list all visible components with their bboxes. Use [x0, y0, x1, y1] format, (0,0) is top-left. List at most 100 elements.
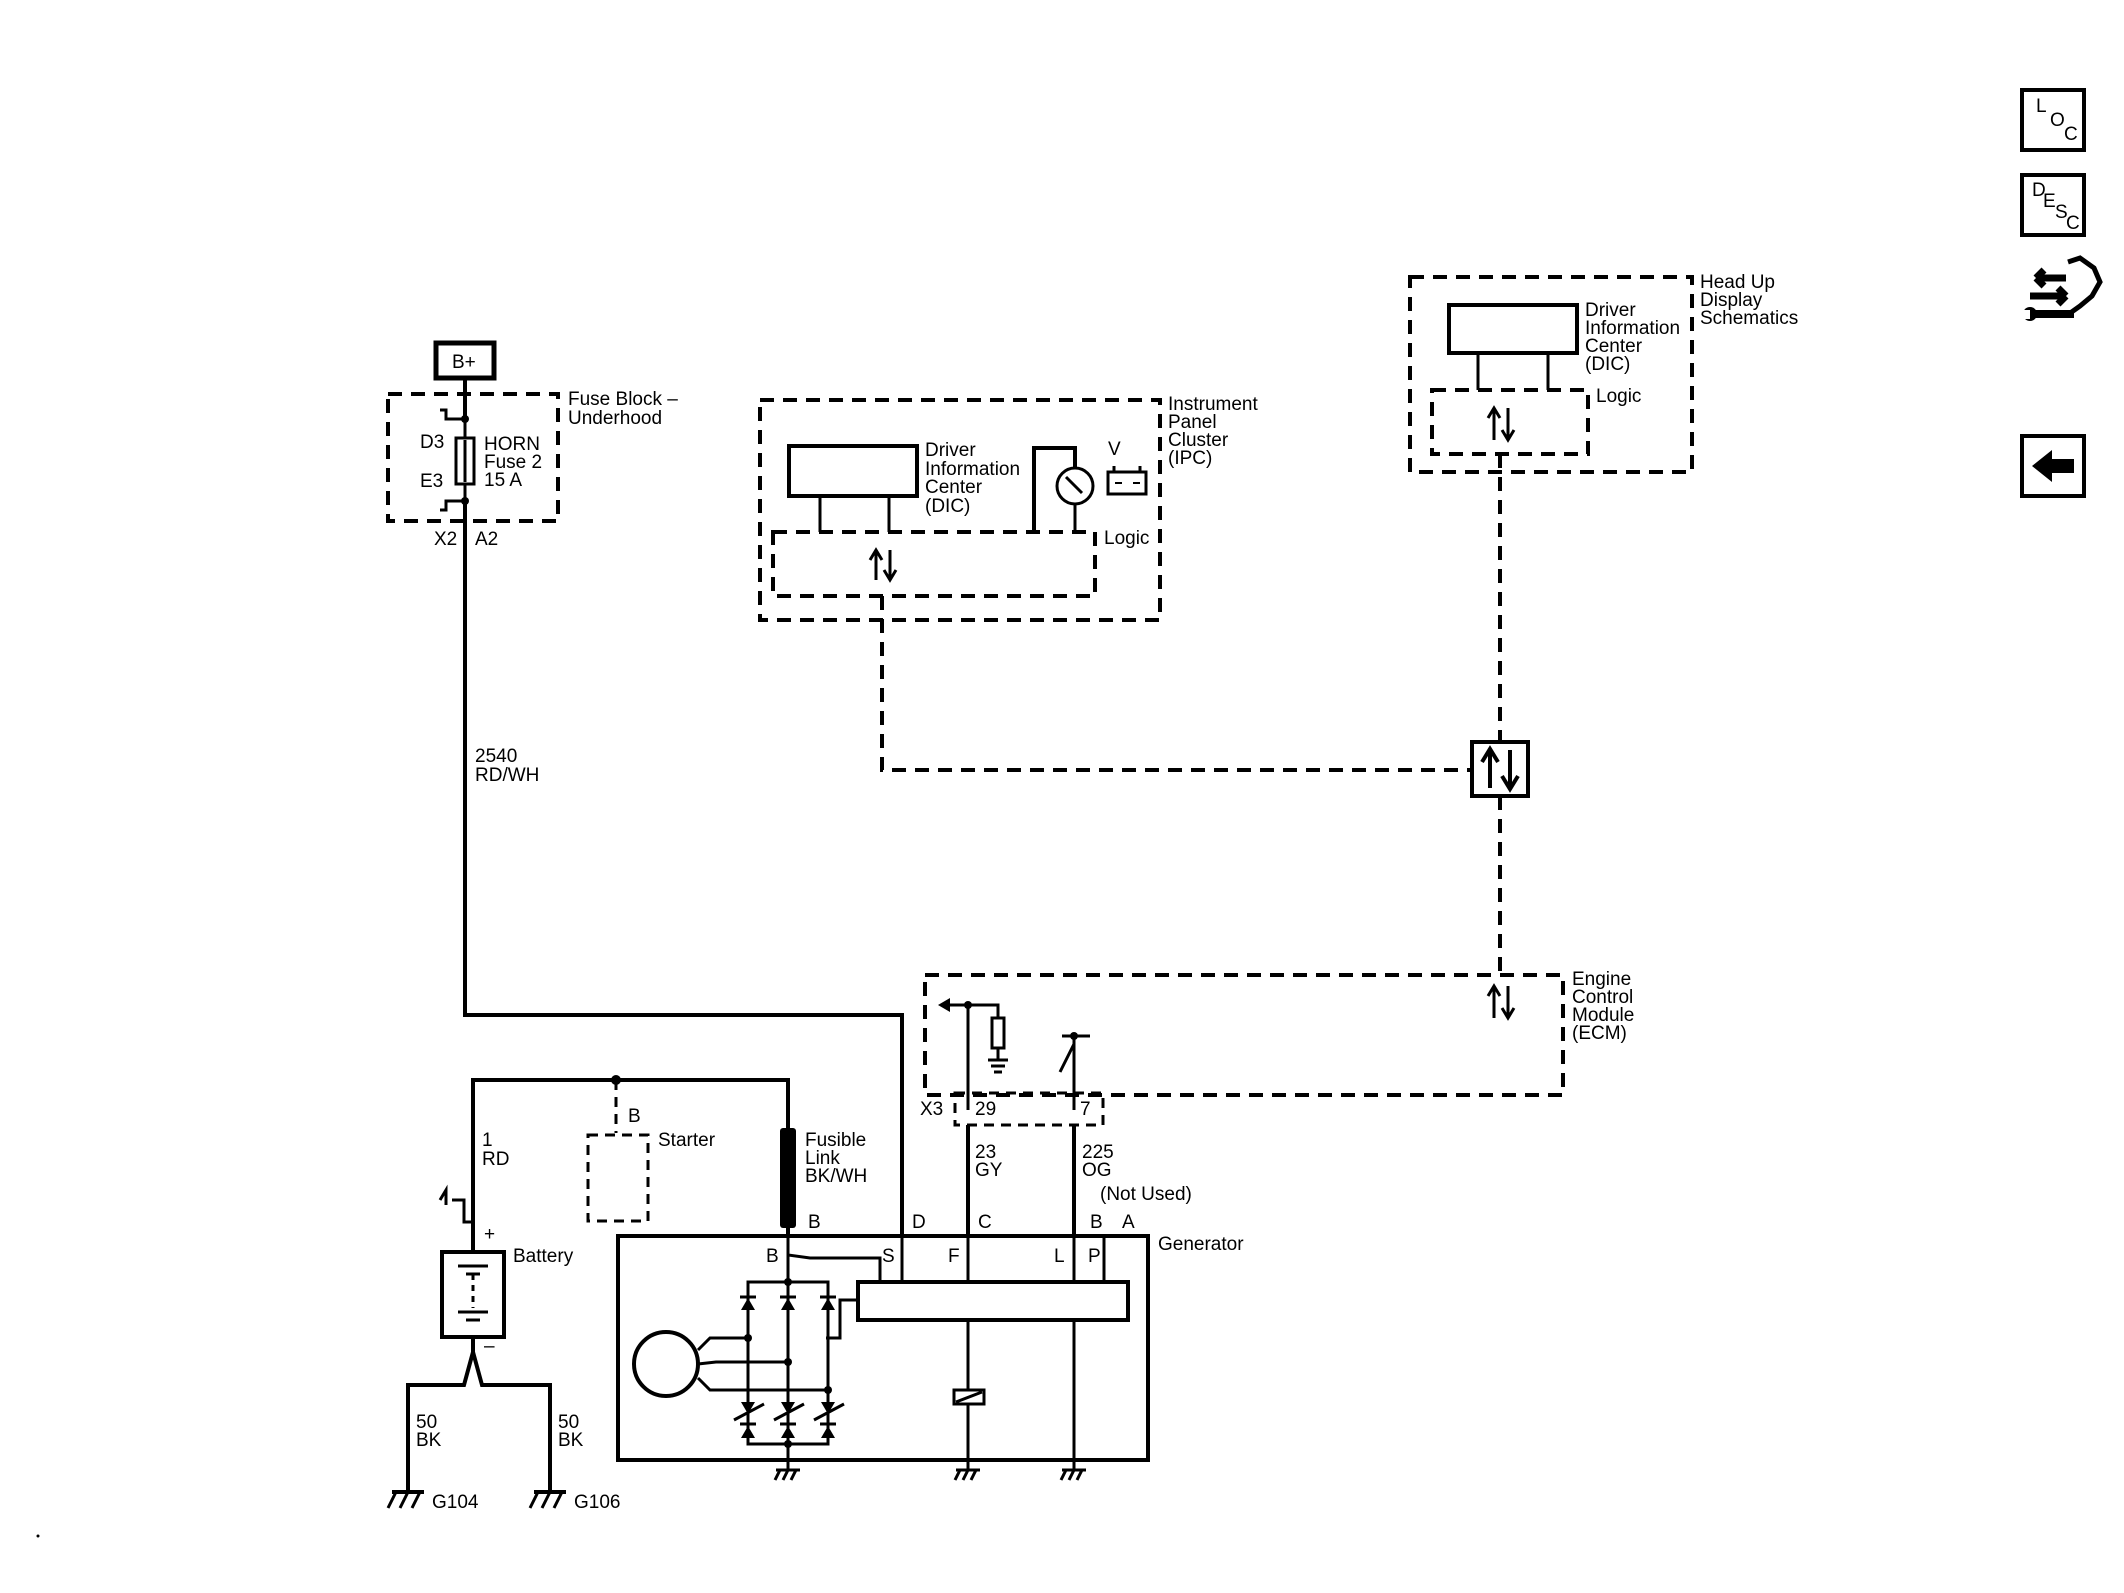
resistor-icon	[990, 1016, 1006, 1050]
fuse-name-line1: HORN	[484, 434, 540, 455]
ipc-title-line2: Panel	[1168, 412, 1217, 433]
ground-icon	[988, 1058, 1008, 1074]
desc-letter-c: C	[2066, 213, 2080, 234]
loc-letter-o: O	[2050, 110, 2065, 131]
hud-title-line2: Display	[1700, 290, 1763, 311]
connector-e3-symbol	[440, 499, 465, 512]
back-button[interactable]	[2020, 434, 2086, 498]
desc-letter-e: E	[2043, 191, 2056, 212]
ipc-dic-label-line1: Driver	[925, 440, 976, 461]
pin-e3-label: E3	[420, 471, 443, 492]
wire-23-number: 23	[975, 1142, 996, 1163]
ground-g106-icon	[528, 1490, 566, 1509]
arrow-left-icon	[938, 998, 950, 1012]
fuse-name-line2: Fuse 2	[484, 452, 542, 473]
serial-data-splice	[1470, 740, 1530, 798]
head-up-display: Head Up Display Schematics Driver Inform…	[1408, 272, 1798, 474]
hud-dic-label-line3: Center	[1585, 336, 1643, 357]
ecm-title-line4: (ECM)	[1572, 1023, 1627, 1044]
wire-1-number: 1	[482, 1130, 493, 1151]
pin-a2-label: A2	[475, 529, 498, 550]
ecm-title-line3: Module	[1572, 1005, 1634, 1026]
fuse-block-title-line1: Fuse Block –	[568, 389, 678, 410]
instrument-panel-cluster: Instrument Panel Cluster (IPC) Driver In…	[758, 394, 1258, 622]
ipc-dic-display	[787, 444, 919, 498]
wire-2540	[463, 501, 904, 1236]
serial-data-line-ipc	[880, 596, 1472, 772]
ground-wire-g104	[406, 1337, 475, 1492]
ipc-dic-label-line3: Center	[925, 477, 983, 498]
generator-pin-a-outer: A	[1122, 1212, 1135, 1233]
connector-x2-label: X2	[434, 529, 457, 550]
ipc-dic-label-line2: Information	[925, 459, 1020, 480]
ipc-bidirectional-arrow-icon	[868, 547, 898, 583]
connector-tools-button[interactable]	[2022, 255, 2103, 321]
starter-outline	[586, 1133, 650, 1223]
ipc-title-line3: Cluster	[1168, 430, 1229, 451]
ipc-logic-label: Logic	[1104, 528, 1149, 549]
starter-label: Starter	[658, 1130, 716, 1151]
wire-1-color: RD	[482, 1149, 509, 1170]
g106-wire-number: 50	[558, 1412, 579, 1433]
generator-pin-b-inner: B	[766, 1246, 779, 1267]
connector-x3-label: X3	[920, 1099, 943, 1120]
fusible-link: Fusible Link BK/WH	[780, 1128, 867, 1228]
battery-minus-label: –	[484, 1336, 495, 1357]
generator-pin-c-outer: C	[978, 1212, 992, 1233]
pin-7-label: 7	[1080, 1099, 1091, 1120]
battery-icon	[1106, 466, 1148, 496]
g104-wire-color: BK	[416, 1430, 442, 1451]
battery-plus-label: +	[484, 1224, 495, 1245]
voltage-regulator	[856, 1280, 1130, 1322]
desc-letter-s: S	[2055, 202, 2068, 223]
fuse-block-title-line2: Underhood	[568, 408, 662, 429]
ipc-outline	[758, 398, 1162, 622]
hud-outline	[1408, 275, 1694, 474]
g104-wire-number: 50	[416, 1412, 437, 1433]
pin-29-label: 29	[975, 1099, 996, 1120]
fusible-link-label-line2: Link	[805, 1148, 840, 1169]
ipc-title-line4: (IPC)	[1168, 448, 1212, 469]
wire-2540-number: 2540	[475, 746, 517, 767]
ground-g104-label: G104	[432, 1492, 479, 1513]
battery: + Battery –	[438, 1184, 574, 1357]
generator-pin-b-outer: B	[808, 1212, 821, 1233]
voltmeter-gauge-icon	[1032, 446, 1095, 532]
generator-pin-b2-outer: B	[1090, 1212, 1103, 1233]
battery-positive-source: B+	[433, 340, 497, 381]
connector-wrench-icon	[2022, 255, 2103, 321]
wire-1-rd	[471, 1078, 790, 1236]
wire-225-color: OG	[1082, 1160, 1112, 1181]
bplus-label: B+	[452, 352, 476, 373]
connector-d3-symbol	[440, 408, 465, 421]
desc-letter-d: D	[2032, 180, 2046, 201]
fusible-link-label-line1: Fusible	[805, 1130, 866, 1151]
generator-pin-p-inner: P	[1088, 1246, 1101, 1267]
fuse-block-underhood: Fuse Block – Underhood D3 HORN Fuse 2 15…	[386, 389, 678, 550]
not-used-label: (Not Used)	[1100, 1184, 1192, 1205]
ecm-sense-circuit	[938, 998, 1008, 1110]
generator-pin-s-inner: S	[882, 1246, 895, 1267]
pin-d3-label: D3	[420, 432, 444, 453]
ecm-title-line2: Control	[1572, 987, 1633, 1008]
wire-2540-color: RD/WH	[475, 765, 539, 786]
wire-225-number: 225	[1082, 1142, 1114, 1163]
hud-dic-display	[1447, 303, 1579, 355]
volt-label: V	[1108, 439, 1121, 460]
location-button[interactable]: L O C	[2020, 88, 2086, 152]
hud-logic-box	[1430, 388, 1590, 456]
ecm-bidirectional-arrow-icon	[1486, 983, 1516, 1021]
ecm-connector-x3	[953, 1091, 1105, 1127]
ecm-title-line1: Engine	[1572, 969, 1631, 990]
fusible-link-color: BK/WH	[805, 1166, 867, 1187]
wire-23-color: GY	[975, 1160, 1003, 1181]
ipc-title-line1: Instrument	[1168, 394, 1258, 415]
starter-pin-b-label: B	[628, 1106, 641, 1127]
description-button[interactable]: D E S C	[2020, 173, 2086, 237]
generator-outline	[616, 1234, 1150, 1462]
generator-pin-f-inner: F	[948, 1246, 960, 1267]
ecm-outline	[923, 973, 1565, 1097]
ipc-dic-label-line4: (DIC)	[925, 496, 970, 517]
hud-bidirectional-arrow-icon	[1486, 405, 1516, 443]
battery-label: Battery	[513, 1246, 574, 1267]
